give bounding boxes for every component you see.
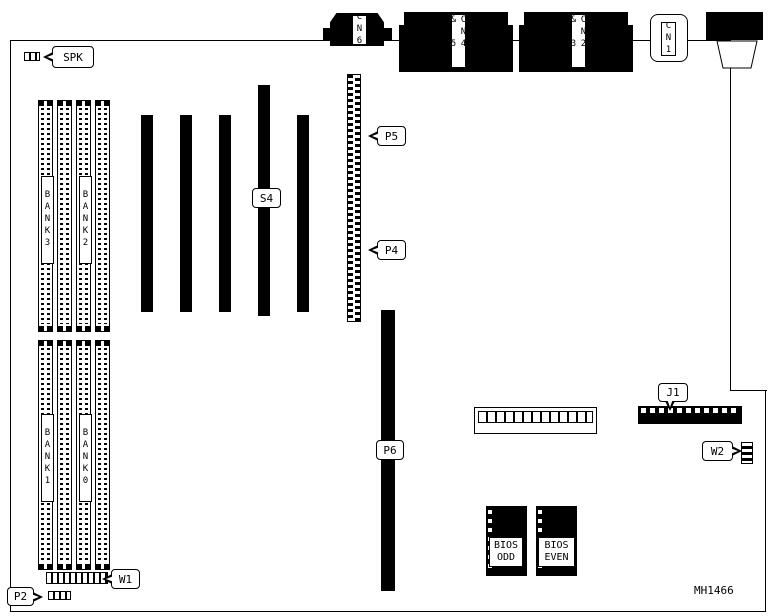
bios-even-line2: EVEN — [544, 552, 569, 563]
cn2-3-label: CN2 & 3 — [571, 14, 586, 68]
p4-label: P4 — [368, 240, 406, 260]
expansion-slot — [180, 115, 192, 312]
cn4-5-label: CN4 & 5 — [451, 14, 466, 68]
bank1-label: BANK1 — [41, 414, 54, 502]
bios-even-label: BIOS EVEN — [538, 537, 575, 567]
simm-socket — [57, 100, 72, 332]
bank3-label: BANK3 — [41, 176, 54, 264]
j1-label: J1 — [658, 383, 688, 411]
bios-even-line1: BIOS — [544, 540, 569, 551]
w1-jumper — [46, 572, 108, 584]
j1-connector — [638, 406, 742, 424]
bios-odd-line1: BIOS — [493, 540, 519, 551]
w1-label: W1 — [102, 569, 140, 589]
part-number-text: MH1466 — [694, 584, 734, 597]
spk-label: SPK — [43, 46, 94, 68]
p2-jumper — [48, 591, 71, 600]
w2-label: W2 — [702, 441, 742, 461]
cn6-label: CN6 — [352, 15, 367, 45]
simm-socket — [95, 100, 110, 332]
cn1-label: CN1 — [661, 22, 676, 56]
w2-jumper — [741, 442, 753, 464]
power-connector — [706, 12, 763, 40]
bank2-label: BANK2 — [79, 176, 92, 264]
p2-label: P2 — [7, 587, 43, 606]
speaker-component — [24, 52, 40, 61]
expansion-slot — [297, 115, 309, 312]
expansion-slot — [141, 115, 153, 312]
bios-odd-line2: ODD — [496, 552, 516, 563]
expansion-slot — [219, 115, 231, 312]
bios-odd-label: BIOS ODD — [489, 537, 523, 567]
board-notch-cutout — [730, 39, 767, 391]
bank0-label: BANK0 — [79, 414, 92, 502]
cn6-mount-tab-left — [323, 28, 331, 41]
p5-p4-pin-header — [347, 74, 361, 322]
p6-label: P6 — [376, 440, 404, 460]
unlabeled-header-connector — [474, 407, 597, 434]
power-shroud — [716, 40, 758, 69]
simm-socket — [57, 340, 72, 570]
simm-socket — [95, 340, 110, 570]
power-shroud-shape — [716, 40, 758, 69]
s4-label: S4 — [252, 188, 281, 208]
p5-label: P5 — [368, 126, 406, 146]
cn6-mount-tab-right — [384, 28, 392, 41]
